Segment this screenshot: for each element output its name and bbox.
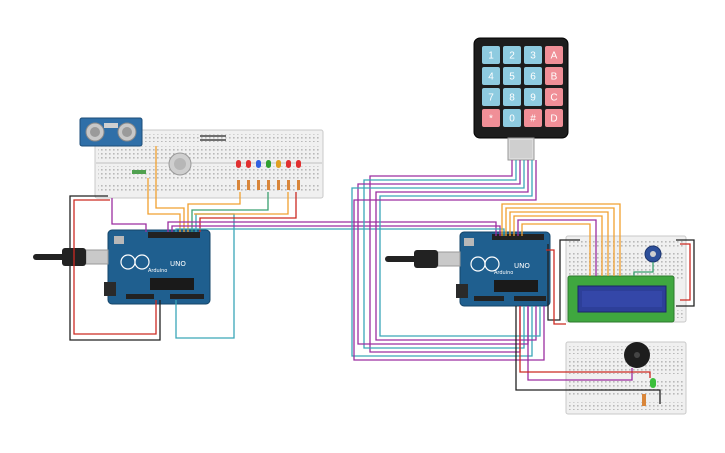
wire-black-bottom <box>515 306 661 404</box>
wire-pot-green <box>633 262 654 276</box>
wire-orange-left-2 <box>155 146 185 232</box>
keypad-key-label: 0 <box>509 114 515 125</box>
wire-purple-left-1 <box>111 198 147 232</box>
keypad-key[interactable] <box>545 88 563 106</box>
led-row <box>236 160 301 190</box>
wire-keypad-7 <box>353 160 545 361</box>
keypad-key[interactable] <box>524 109 542 127</box>
wire-lcd-gnd <box>547 239 580 321</box>
keypad-key[interactable] <box>482 46 500 64</box>
lcd-display[interactable] <box>567 275 675 323</box>
keypad-key-label: 5 <box>509 72 515 83</box>
wire-red-left <box>73 199 157 335</box>
wire-right-red <box>680 243 691 301</box>
wire-green-led <box>191 192 269 232</box>
wire-red-led <box>199 192 297 232</box>
keypad-key-label: 3 <box>530 51 536 62</box>
wire-keypad-6 <box>379 160 541 337</box>
right-usb-cable[interactable] <box>385 250 461 268</box>
keypad-key[interactable] <box>545 67 563 85</box>
wire-lcd-6 <box>521 223 591 276</box>
wire-orange-led-2 <box>194 192 289 215</box>
wires <box>69 135 695 404</box>
potentiometer[interactable] <box>644 245 662 263</box>
led-resistor[interactable] <box>247 180 250 190</box>
wire-lcd-5 <box>517 219 597 276</box>
led[interactable] <box>286 160 291 168</box>
keypad-key[interactable] <box>524 88 542 106</box>
led[interactable] <box>276 160 281 168</box>
left-arduino-brand: Arduino <box>148 268 167 274</box>
keypad-key-label: A <box>551 51 558 62</box>
keypad-key-label: 7 <box>488 93 494 104</box>
wire-purple-cross-2 <box>171 225 501 236</box>
left-resistor[interactable] <box>132 170 146 174</box>
keypad-key[interactable] <box>482 67 500 85</box>
keypad-key[interactable] <box>482 109 500 127</box>
keypad-key[interactable] <box>545 46 563 64</box>
keypad-key[interactable] <box>503 88 521 106</box>
keypad-key[interactable] <box>545 109 563 127</box>
left-buzzer[interactable] <box>168 152 192 176</box>
keypad-key-label: # <box>530 114 536 125</box>
wire-lcd-vcc <box>546 249 566 325</box>
keypad[interactable]: 1 2 3 A 4 5 6 B 7 8 9 C * 0 # D <box>473 37 569 161</box>
ultrasonic-sensor[interactable] <box>79 117 143 147</box>
led-resistor[interactable] <box>257 180 260 190</box>
wire-orange-left-1 <box>147 178 181 232</box>
left-usb-cable[interactable] <box>33 248 109 266</box>
keypad-key-label: 2 <box>509 51 515 62</box>
led[interactable] <box>256 160 261 168</box>
led[interactable] <box>296 160 301 168</box>
wire-red-bottom <box>519 306 651 378</box>
keypad-key-label: D <box>550 114 557 125</box>
keypad-key[interactable] <box>524 67 542 85</box>
wire-black-left <box>69 195 161 341</box>
left-breadboard[interactable] <box>94 129 324 199</box>
buzzer[interactable] <box>624 342 650 368</box>
wire-orange-led-1 <box>187 192 241 232</box>
keypad-key-label: 4 <box>488 72 494 83</box>
wire-lcd-1 <box>501 203 621 276</box>
left-arduino-label: UNO <box>170 260 186 268</box>
keypad-key-label: 1 <box>488 51 494 62</box>
wire-teal-left <box>175 213 235 339</box>
led-resistor[interactable] <box>297 180 300 190</box>
right-arduino-board[interactable]: UNO Arduino <box>456 231 551 307</box>
wire-keypad-5 <box>375 160 537 341</box>
wire-right-black <box>676 239 695 307</box>
wire-keypad-2 <box>363 160 525 349</box>
led[interactable] <box>236 160 241 168</box>
keypad-key-label: 6 <box>530 72 536 83</box>
led-resistor[interactable] <box>237 180 240 190</box>
bottom-resistor[interactable] <box>642 394 646 406</box>
wire-keypad-4 <box>351 160 533 357</box>
led[interactable] <box>246 160 251 168</box>
keypad-key[interactable] <box>503 67 521 85</box>
keypad-key-label: C <box>550 93 557 104</box>
wire-lcd-2 <box>505 207 615 276</box>
keypad-key[interactable] <box>482 88 500 106</box>
keypad-key-label: 9 <box>530 93 536 104</box>
led[interactable] <box>266 160 271 168</box>
keypad-key-label: 8 <box>509 93 515 104</box>
wire-lcd-3 <box>509 211 609 276</box>
led-resistor[interactable] <box>267 180 270 190</box>
keypad-key[interactable] <box>503 109 521 127</box>
keypad-key-label: B <box>551 72 558 83</box>
keypad-key-label: * <box>489 114 493 125</box>
green-led[interactable] <box>650 378 656 388</box>
wire-teal-cross <box>175 228 505 236</box>
right-arduino-brand: Arduino <box>494 270 513 276</box>
keypad-key[interactable] <box>503 46 521 64</box>
wire-lcd-4 <box>513 215 603 276</box>
keypad-key[interactable] <box>524 46 542 64</box>
left-arduino-board[interactable]: UNO Arduino <box>104 229 211 305</box>
led-resistor[interactable] <box>287 180 290 190</box>
led-resistor[interactable] <box>277 180 280 190</box>
right-arduino-label: UNO <box>514 262 530 270</box>
wire-buzzer <box>527 306 633 381</box>
